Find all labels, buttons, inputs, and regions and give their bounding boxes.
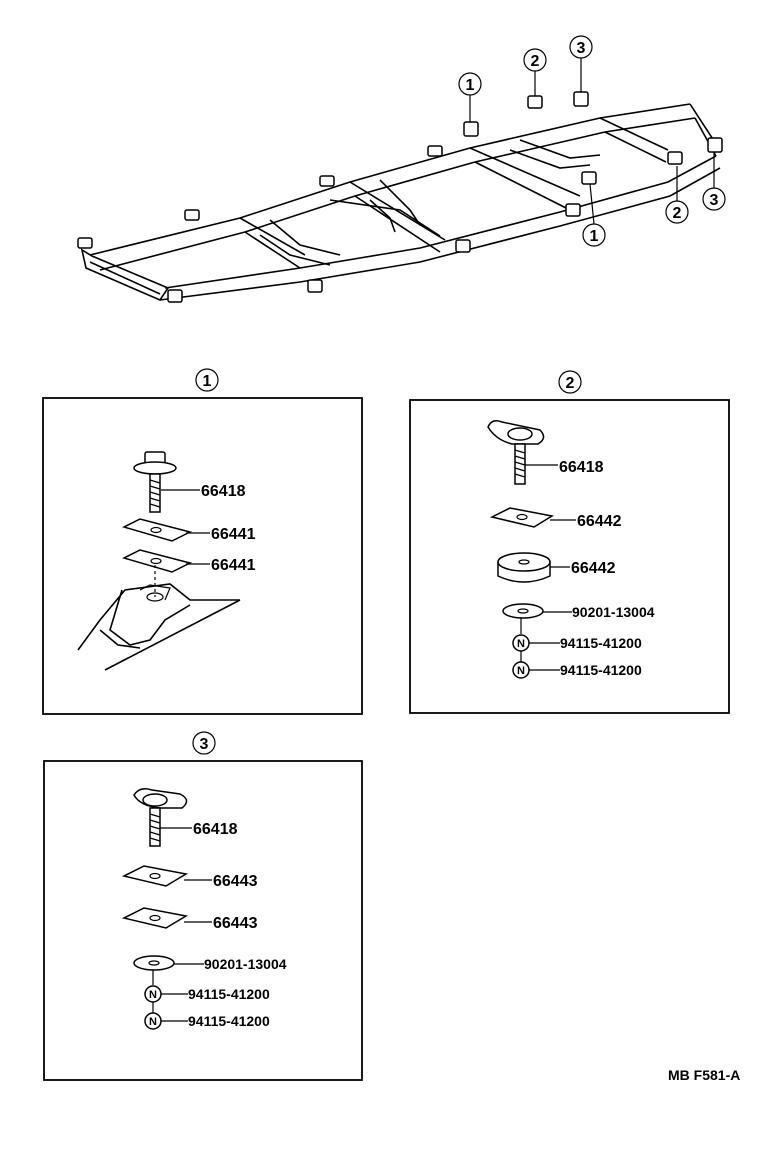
part-number: 66442 [577,513,622,530]
part-number: 66441 [211,557,256,574]
part-number: 66443 [213,915,258,932]
callout-label: 2 [673,205,682,222]
callout-label: 1 [466,77,475,94]
frame-bracket-icon [77,565,241,671]
panel-number: 1 [203,373,212,390]
shim-plate-icon [121,907,189,929]
part-number: 94115-41200 [188,1013,270,1029]
shim-plate-icon [489,507,555,528]
callout-label: 1 [590,228,599,245]
panel-2: 2 66418 66442 66442 90201-13004 [409,370,730,714]
part-number: 66418 [201,483,246,500]
overview-callout-1-top: 1 [458,72,482,122]
figure-code: MB F581-A [668,1067,740,1083]
nut-marker: N [517,638,525,650]
shim-plate-icon [121,518,193,542]
panel-1: 1 66418 66441 66441 [42,368,363,715]
nut-icon: N [144,985,162,1003]
nut-marker: N [149,1016,157,1028]
callout-label: 2 [531,53,540,70]
flag-bolt-icon [133,788,188,847]
part-number: 66441 [211,526,256,543]
part-number: 90201-13004 [572,604,655,620]
rubber-cushion-icon [497,552,551,583]
flag-bolt-icon [487,420,545,485]
nut-marker: N [149,989,157,1001]
callout-label: 3 [577,40,586,57]
nut-icon: N [512,634,530,652]
overview-callout-2-right: 2 [665,166,689,224]
overview-callout-3-top: 3 [569,35,593,92]
shim-plate-icon [121,549,193,573]
washer-icon [502,603,544,619]
part-number: 66418 [193,821,238,838]
nut-icon: N [144,1012,162,1030]
overview-callout-3-right: 3 [702,152,726,211]
callout-label: 3 [710,192,719,209]
part-number: 66443 [213,873,258,890]
flange-bolt-icon [133,451,177,513]
panel-number: 3 [200,736,209,753]
part-number: 94115-41200 [560,662,642,678]
part-number: 90201-13004 [204,956,287,972]
nut-icon: N [512,661,530,679]
panel-number: 2 [566,375,575,392]
panel-3: 3 66418 66443 66443 90201-13004 [43,731,363,1081]
part-number: 94115-41200 [560,635,642,651]
nut-marker: N [517,665,525,677]
overview-callout-2-top: 2 [523,48,547,96]
shim-plate-icon [121,865,189,887]
frame-illustration [77,91,723,303]
part-number: 94115-41200 [188,986,270,1002]
washer-icon [133,955,175,971]
overview-callout-1-right: 1 [582,183,606,247]
part-number: 66442 [571,560,616,577]
part-number: 66418 [559,459,604,476]
